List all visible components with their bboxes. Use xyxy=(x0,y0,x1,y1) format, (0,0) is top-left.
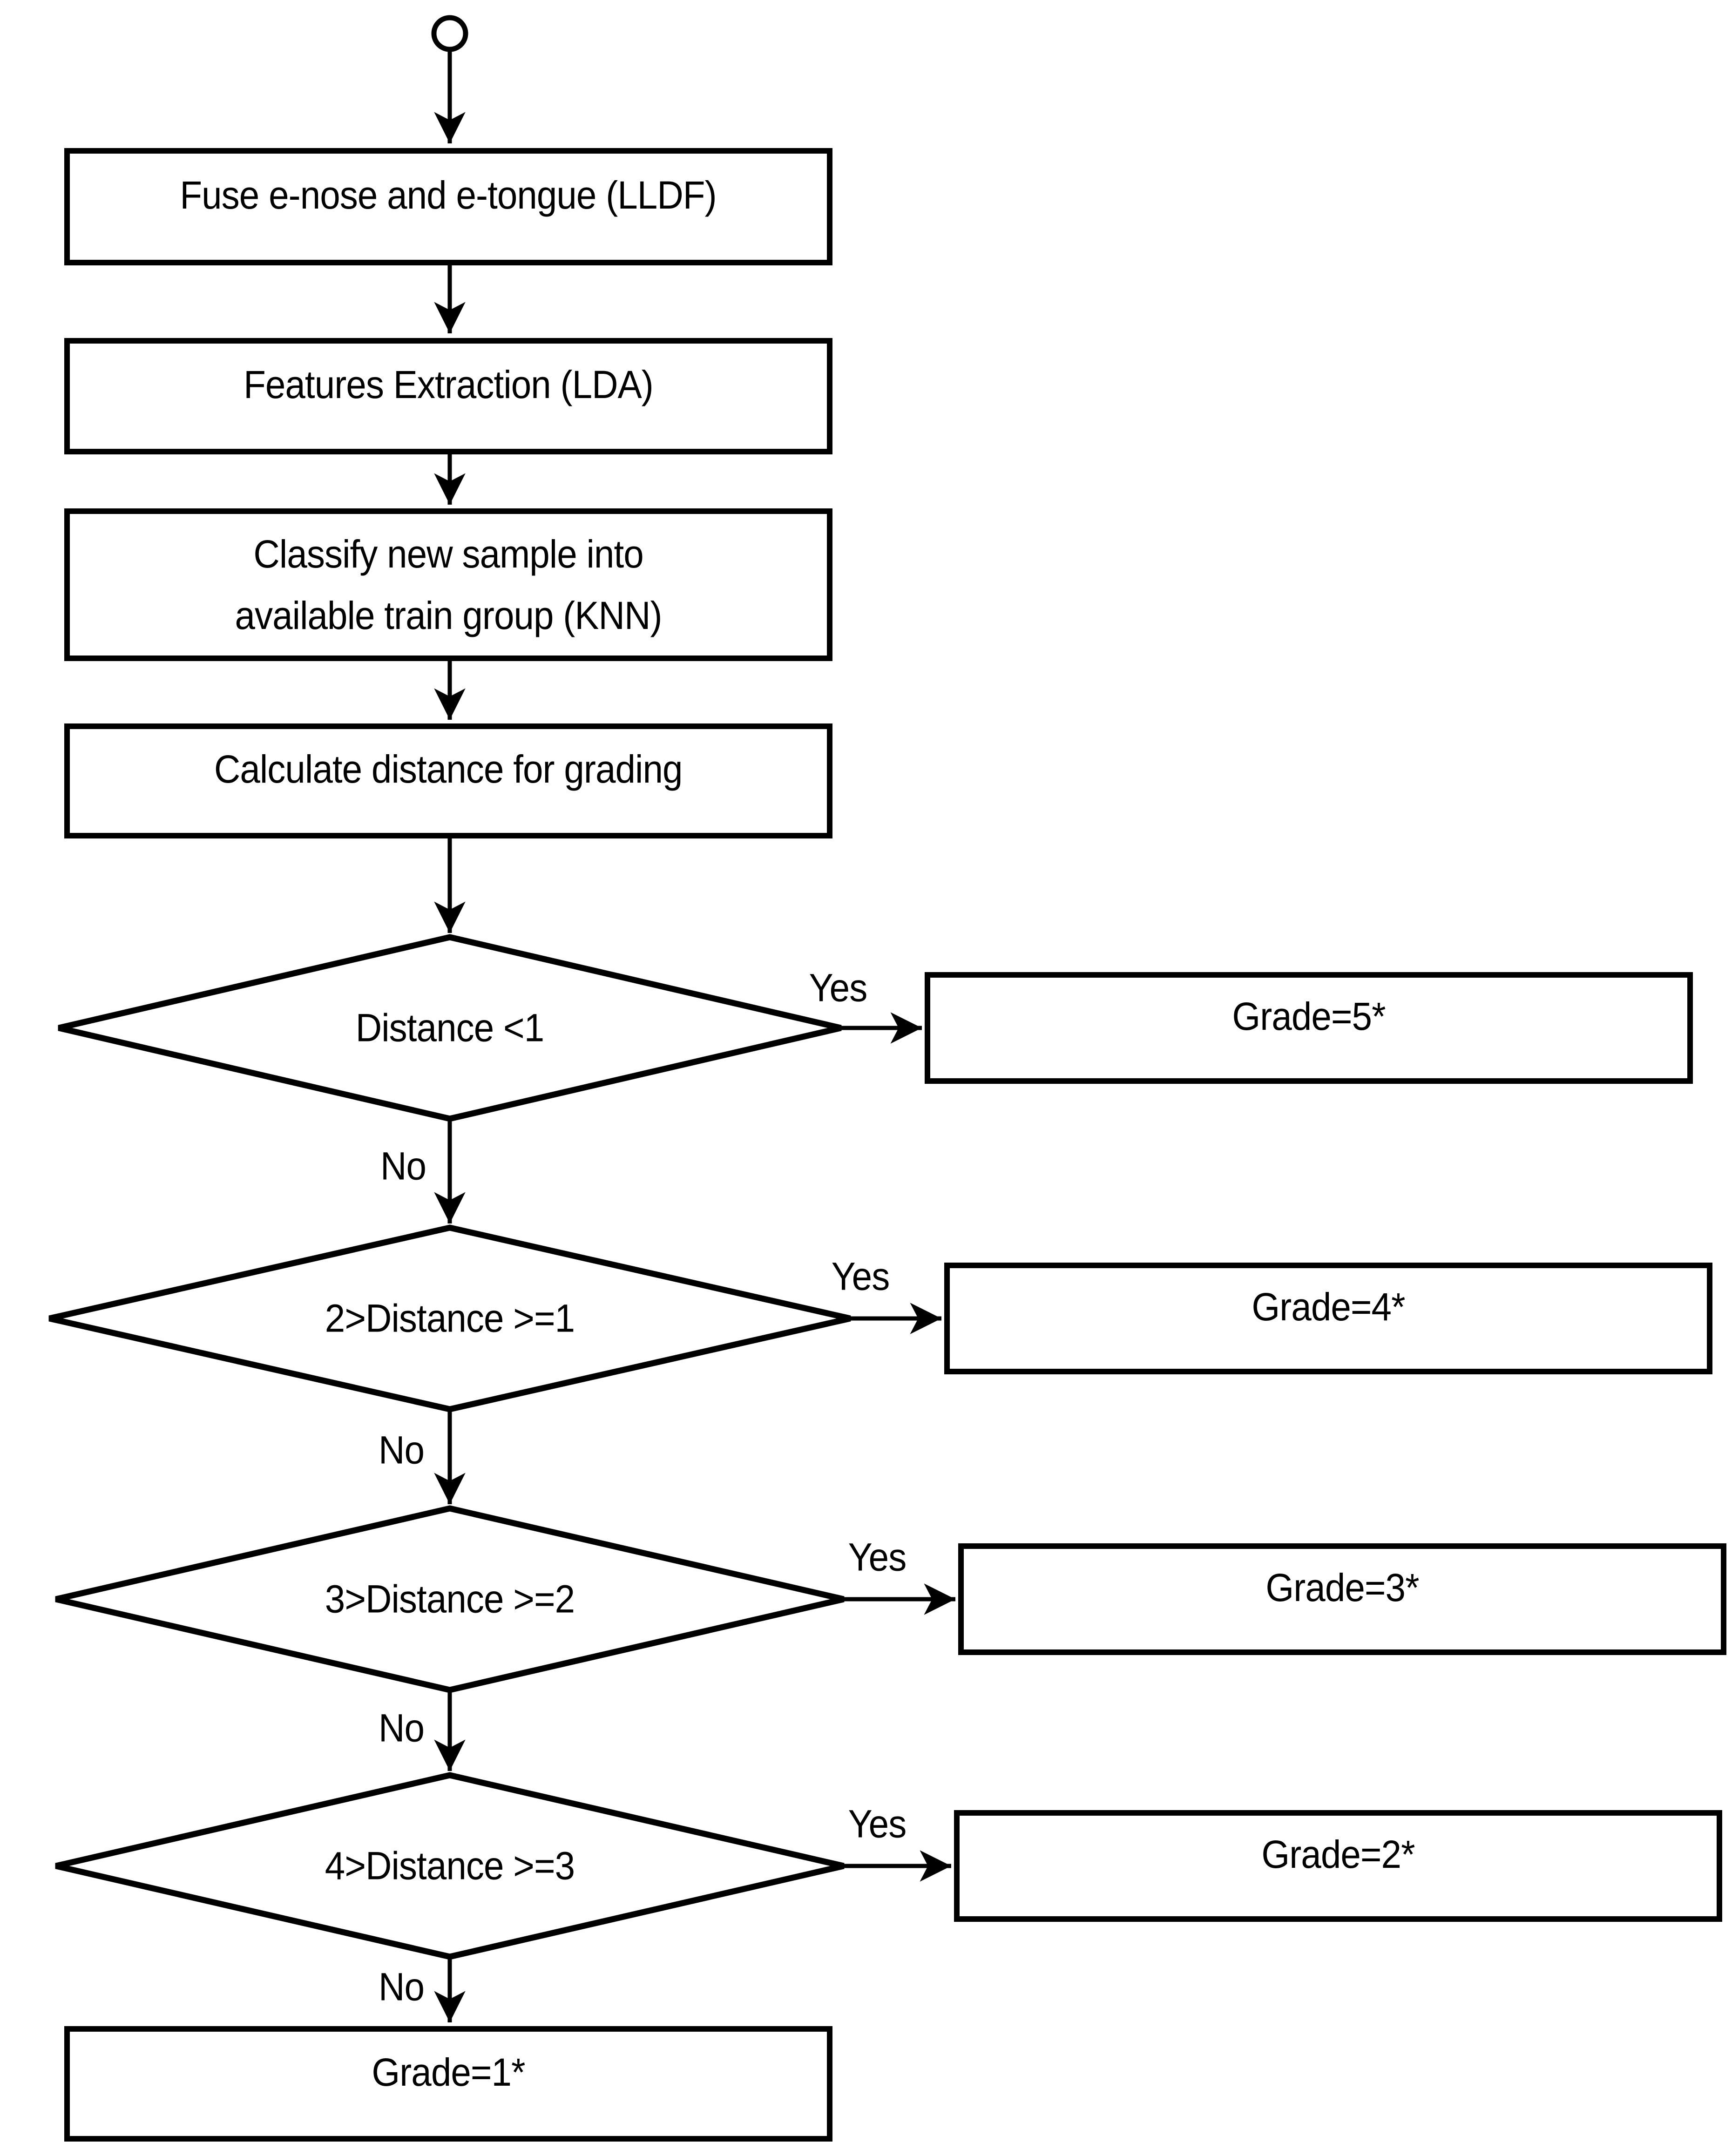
process-box-calculate-label: Calculate distance for grading xyxy=(214,747,683,791)
result-box-grade5-label: Grade=5* xyxy=(1232,994,1386,1038)
result-box-grade1: Grade=1* xyxy=(64,2026,832,2142)
result-box-grade5: Grade=5* xyxy=(925,972,1693,1084)
decision4-label: 4>Distance >=3 xyxy=(316,1843,584,1890)
no-label-1: No xyxy=(379,1143,427,1190)
result-box-grade4-label: Grade=4* xyxy=(1252,1284,1405,1329)
process-box-classify-line2: available train group (KNN) xyxy=(235,594,662,637)
no-label-3-text: No xyxy=(378,1706,425,1750)
no-label-2: No xyxy=(377,1427,426,1474)
no-label-1-text: No xyxy=(380,1144,426,1188)
yes-label-3-text: Yes xyxy=(848,1535,907,1579)
result-box-grade2-label: Grade=2* xyxy=(1261,1832,1415,1876)
process-box-classify-label: Classify new sample into available train… xyxy=(235,523,662,646)
process-box-calculate: Calculate distance for grading xyxy=(64,723,832,838)
yes-label-3: Yes xyxy=(846,1534,908,1581)
process-box-fuse-label: Fuse e-nose and e-tongue (LLDF) xyxy=(180,173,717,217)
start-node-icon xyxy=(431,15,468,52)
decision-diamond-3 xyxy=(55,1505,845,1693)
result-box-grade2: Grade=2* xyxy=(954,1810,1722,1922)
process-box-classify-line1: Classify new sample into xyxy=(253,532,643,576)
yes-label-2-text: Yes xyxy=(831,1254,890,1298)
decision2-label: 2>Distance >=1 xyxy=(316,1295,584,1342)
yes-label-2: Yes xyxy=(829,1253,892,1300)
decision-diamond-4 xyxy=(55,1772,845,1960)
decision-diamond-1 xyxy=(58,934,842,1122)
no-label-4-text: No xyxy=(378,1965,425,2009)
decision-diamond-2 xyxy=(48,1224,851,1413)
process-box-features-label: Features Extraction (LDA) xyxy=(244,362,654,406)
no-label-2-text: No xyxy=(378,1428,425,1472)
decision1-label: Distance <1 xyxy=(349,1005,551,1052)
yes-label-4-text: Yes xyxy=(848,1802,907,1846)
result-box-grade1-label: Grade=1* xyxy=(372,2050,525,2094)
no-label-4: No xyxy=(377,1964,426,2011)
decision3-condition: 3>Distance >=2 xyxy=(325,1577,575,1621)
process-box-classify: Classify new sample into available train… xyxy=(64,508,832,661)
result-box-grade4: Grade=4* xyxy=(944,1263,1712,1374)
decision2-condition: 2>Distance >=1 xyxy=(325,1296,575,1340)
result-box-grade3-label: Grade=3* xyxy=(1265,1565,1419,1609)
decision3-label: 3>Distance >=2 xyxy=(316,1576,584,1623)
result-box-grade3: Grade=3* xyxy=(958,1543,1726,1655)
decision1-condition: Distance <1 xyxy=(355,1006,544,1050)
yes-label-1: Yes xyxy=(807,965,869,1012)
process-box-features: Features Extraction (LDA) xyxy=(64,338,832,454)
decision4-condition: 4>Distance >=3 xyxy=(325,1844,575,1888)
yes-label-4: Yes xyxy=(846,1801,908,1848)
no-label-3: No xyxy=(377,1705,426,1752)
process-box-fuse: Fuse e-nose and e-tongue (LLDF) xyxy=(64,148,832,265)
yes-label-1-text: Yes xyxy=(809,966,868,1010)
